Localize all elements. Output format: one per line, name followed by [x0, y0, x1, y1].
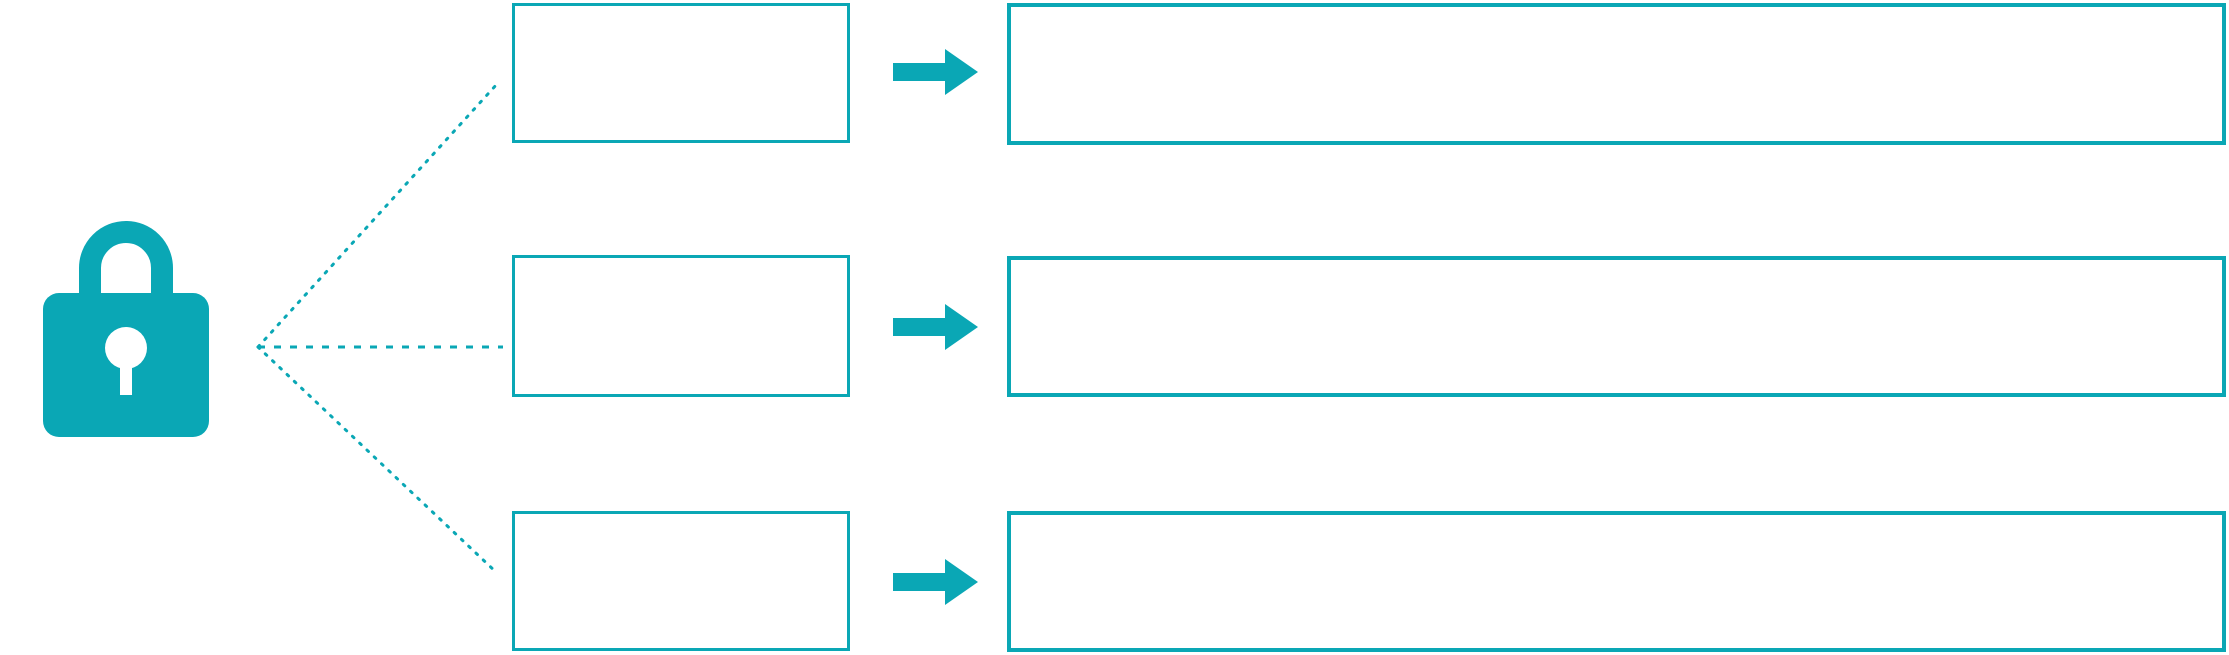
- term-box-3: [512, 511, 850, 651]
- answer-box-2: [1007, 256, 2226, 397]
- term-box-2: [512, 255, 850, 397]
- arrow-right-icon-2: [893, 304, 978, 350]
- arrow-right-icon-3: [893, 559, 978, 605]
- lock-shackle: [79, 221, 173, 313]
- dotted-line-top: [256, 82, 499, 349]
- lock-icon: [43, 221, 209, 437]
- term-box-1: [512, 3, 850, 143]
- dotted-line-bottom: [256, 345, 499, 575]
- answer-box-1: [1007, 3, 2226, 145]
- arrow-right-icon-1: [893, 49, 978, 95]
- lock-keyhole-stem: [120, 348, 132, 395]
- answer-box-3: [1007, 511, 2226, 652]
